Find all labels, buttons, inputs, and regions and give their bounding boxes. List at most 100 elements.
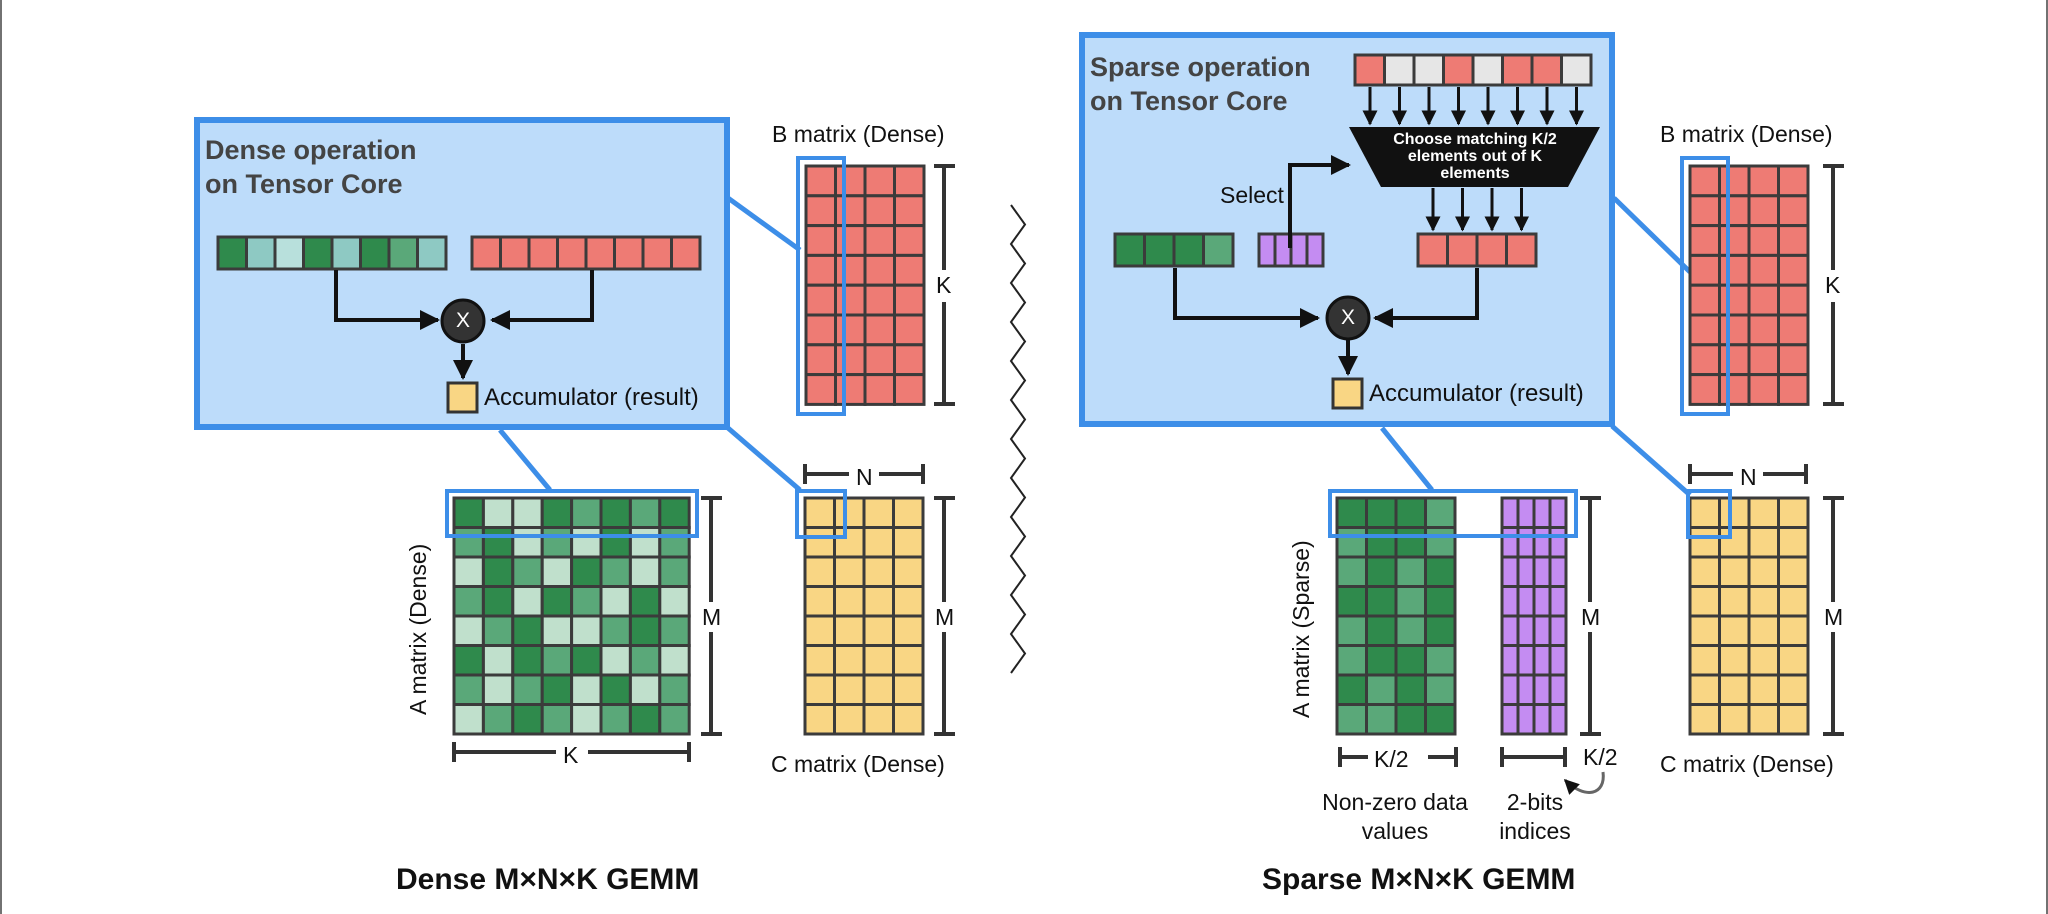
dense-b-cell xyxy=(804,253,837,287)
sparse-c-cell xyxy=(1688,644,1721,677)
selected-b-vector-cell xyxy=(1475,232,1508,268)
sparse-c-cell xyxy=(1718,644,1751,677)
index-cell xyxy=(1516,673,1536,706)
dense-a-cell xyxy=(511,644,544,677)
index-cell xyxy=(1532,526,1552,559)
dense-a-cell xyxy=(599,673,632,706)
dense-c-cell xyxy=(892,703,925,736)
sparse-c-cell xyxy=(1718,555,1751,588)
sparse-b-cell xyxy=(1747,164,1780,198)
sparse-c-cell xyxy=(1777,644,1810,677)
dense-a-cell xyxy=(628,703,662,736)
sparse-a-cell xyxy=(1424,526,1457,559)
sparse-b-cell xyxy=(1718,313,1751,347)
dense-a-cell xyxy=(481,526,515,559)
dense-a-cell xyxy=(599,555,632,588)
sparse-a-cell xyxy=(1394,496,1427,529)
dense-b-cell xyxy=(863,373,896,406)
dense-a-vector-cell xyxy=(330,235,362,271)
index-cell xyxy=(1500,585,1520,618)
sparse-b-cell xyxy=(1747,253,1780,287)
dense-a-cell xyxy=(540,703,574,736)
dense-c-cell xyxy=(833,644,866,677)
choose-label-line2: elements out of K xyxy=(1407,148,1543,165)
dense-a-dim-m: M xyxy=(702,604,722,630)
curved-pointer-arrow xyxy=(1563,771,1605,795)
dense-a-vector-cell xyxy=(216,235,248,271)
dense-a-cell xyxy=(540,673,574,706)
dense-multiply-circle xyxy=(440,298,486,344)
dense-a-cell xyxy=(452,673,485,706)
dense-caption: Dense M×N×K GEMM xyxy=(396,863,700,896)
index-cell xyxy=(1516,526,1536,559)
dense-a-vector-cell xyxy=(416,235,448,271)
sparse-a-cell xyxy=(1424,555,1457,588)
dense-a-cell xyxy=(540,555,574,588)
dense-b-dim-k: K xyxy=(936,272,952,298)
sparse-b-cell xyxy=(1688,343,1721,377)
index-cell xyxy=(1548,585,1568,618)
dense-a-cell xyxy=(452,555,485,588)
sparse-a-vector-cell xyxy=(1172,232,1205,268)
dense-c-cell xyxy=(803,644,836,677)
dense-a-cell xyxy=(481,496,515,529)
output-arrows xyxy=(1425,188,1529,232)
dense-b-vector-cell xyxy=(670,235,702,271)
sparse-c-cell-highlight xyxy=(1686,489,1732,539)
index-cell xyxy=(1516,644,1536,677)
sparse-c-cell xyxy=(1747,673,1780,706)
index-cell xyxy=(1532,614,1552,647)
sparse-a-cell xyxy=(1394,644,1427,677)
dense-a-row-highlight xyxy=(445,489,699,538)
dense-c-cell xyxy=(803,555,836,588)
dense-a-cell xyxy=(511,614,544,647)
sparse-b-cell xyxy=(1718,194,1751,228)
dense-c-cell xyxy=(803,673,836,706)
index-cell xyxy=(1532,555,1552,588)
sparse-b-cell xyxy=(1777,164,1810,198)
dense-c-cell xyxy=(833,673,866,706)
sparse-a-cell xyxy=(1365,526,1398,559)
sparse-zoom-connectors xyxy=(1380,196,1692,497)
dense-a-vector-cell xyxy=(273,235,305,271)
dense-c-cell xyxy=(803,703,836,736)
sparse-a-cell xyxy=(1365,585,1398,618)
dense-a-cell xyxy=(658,644,691,677)
dense-a-cell xyxy=(628,644,662,677)
indices-line1: 2-bits xyxy=(1506,789,1564,815)
dense-a-cell xyxy=(570,614,603,647)
sparse-arrows xyxy=(1173,155,1479,376)
sparse-b-cell xyxy=(1777,194,1810,228)
index-cell xyxy=(1532,585,1552,618)
sparse-c-cell xyxy=(1747,496,1780,529)
sparse-c-cell xyxy=(1688,496,1721,529)
dense-c-matrix-label: C matrix (Dense) xyxy=(771,751,945,777)
selector-vector-cell xyxy=(1501,53,1534,87)
dense-a-cell xyxy=(599,644,632,677)
dense-a-vector-cell xyxy=(387,235,419,271)
dense-c-cell xyxy=(862,703,895,736)
sparse-b-cell xyxy=(1688,224,1721,257)
sparse-b-cell xyxy=(1747,283,1780,317)
dense-b-cell xyxy=(893,253,926,287)
dense-accumulator-label: Accumulator (result) xyxy=(484,384,699,411)
dense-a-cell xyxy=(540,585,574,618)
sparse-b-cell xyxy=(1777,343,1810,377)
dense-b-cell xyxy=(863,283,896,317)
dense-a-vector-cell xyxy=(302,235,334,271)
sparse-c-cell xyxy=(1777,614,1810,647)
dense-a-cell xyxy=(481,644,515,677)
dense-a-cell xyxy=(658,703,691,736)
dense-a-vector-cell xyxy=(359,235,391,271)
nonzero-values-line2: values xyxy=(1361,818,1429,844)
sparse-a-cell xyxy=(1335,496,1368,529)
dense-a-dim-k: K xyxy=(563,742,579,768)
dense-a-cell xyxy=(658,673,691,706)
choose-label: Choose matching K/2 elements out of K el… xyxy=(1372,131,1578,182)
sparse-a-dim-k2: K/2 xyxy=(1374,746,1409,772)
dense-c-cell xyxy=(892,614,925,647)
choose-label-line1: Choose matching K/2 xyxy=(1393,131,1557,148)
dense-a-cell xyxy=(540,614,574,647)
dense-b-cell xyxy=(834,253,867,287)
